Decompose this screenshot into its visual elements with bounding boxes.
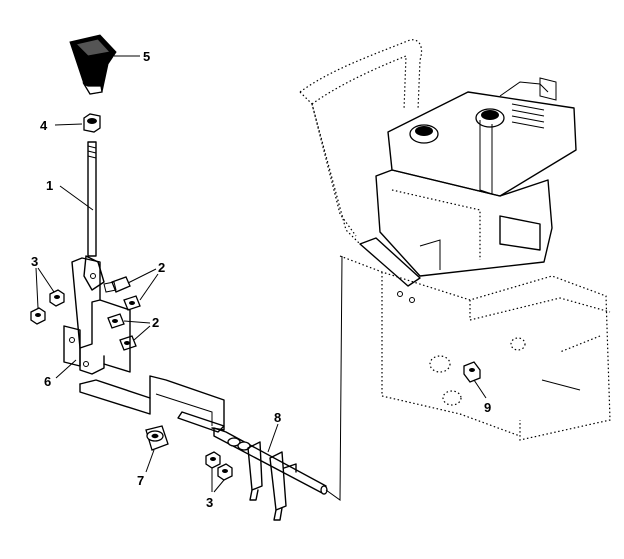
callout-2-lower: 2 [152,315,159,330]
leader-3d [213,479,225,493]
callout-3-bottom: 3 [206,495,213,510]
shift-knob [69,34,117,95]
leader-4 [54,123,83,126]
mounting-bracket [63,257,131,375]
bushing [145,425,169,451]
leader-2d [133,325,151,341]
leader-9 [473,379,487,399]
leader-2b [139,273,159,301]
leader-3a [37,267,55,293]
callout-8: 8 [274,410,281,425]
bottom-nuts [205,451,233,481]
left-nuts [30,289,65,325]
engine-bolt [463,361,481,383]
handle-bar [299,39,423,287]
shift-rod [213,427,328,521]
leader-2a [127,268,157,284]
callout-7: 7 [137,473,144,488]
leader-6 [55,359,77,379]
leader-7 [145,449,155,473]
leader-8 [267,423,279,453]
engine-assembly [339,77,611,441]
callout-1: 1 [46,178,53,193]
upper-bolts [103,276,141,311]
leader-2c [123,320,151,324]
leader-3b [35,267,39,309]
callout-2-upper: 2 [158,260,165,275]
callout-4: 4 [40,118,48,133]
callout-5: 5 [143,49,150,64]
linkage-line [325,255,343,501]
lower-bolts [107,313,137,351]
top-nut [83,113,101,133]
callout-6: 6 [44,374,51,389]
callout-9: 9 [484,400,491,415]
callout-3-left: 3 [31,254,38,269]
shift-link-plate [79,375,225,433]
leader-1 [59,185,94,211]
shift-lever-rod [83,141,105,291]
